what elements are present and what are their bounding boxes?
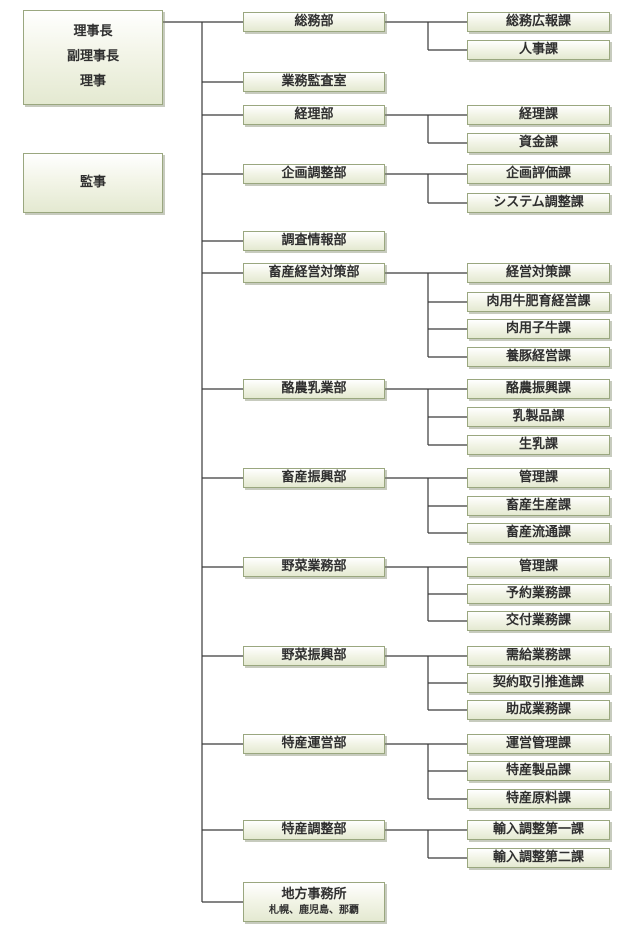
section-box: 生乳課 [467,435,610,455]
department-box: 経理部 [243,105,385,125]
department-box-label: 企画調整部 [281,165,347,181]
section-box-label: 予約業務課 [505,585,571,601]
department-box: 畜産振興部 [243,468,385,488]
auditor-title: 監事 [79,174,106,190]
department-box: 酪農乳業部 [243,379,385,399]
section-box-label: 酪農振興課 [505,380,571,396]
section-box-label: 管理課 [518,469,558,485]
department-box-label: 総務部 [294,13,334,29]
section-box-label: 畜産生産課 [505,497,571,513]
department-box: 調査情報部 [243,231,385,251]
section-box: 輸入調整第一課 [467,820,610,840]
department-box-label: 野菜業務部 [281,558,347,574]
section-box: 経営対策課 [467,263,610,283]
section-box-label: 管理課 [518,558,558,574]
auditor-box: 監事 [23,153,163,213]
executive-title: 理事長 [73,24,113,40]
section-box: 特産原料課 [467,789,610,809]
section-box: 管理課 [467,468,610,488]
department-box-label: 調査情報部 [281,232,347,248]
section-box-label: 企画評価課 [505,165,571,181]
section-box-label: システム調整課 [493,194,584,210]
section-box: 肉用牛肥育経営課 [467,292,610,312]
department-box-label: 業務監査室 [281,73,347,89]
department-box-label: 経理部 [294,106,334,122]
section-box: 養豚経営課 [467,347,610,367]
section-box: 資金課 [467,133,610,153]
section-box-label: 資金課 [518,134,558,150]
section-box: 人事課 [467,40,610,60]
section-box: 経理課 [467,105,610,125]
section-box: 需給業務課 [467,646,610,666]
section-box: 総務広報課 [467,12,610,32]
section-box: 契約取引推進課 [467,673,610,693]
department-box-label: 畜産経営対策部 [268,264,360,280]
section-box: 予約業務課 [467,584,610,604]
executive-box: 理事長 副理事長 理事 [23,10,163,105]
department-box: 業務監査室 [243,72,385,92]
department-box-label: 酪農乳業部 [281,380,347,396]
section-box: 特産製品課 [467,761,610,781]
executive-title: 副理事長 [66,49,119,65]
section-box: 乳製品課 [467,407,610,427]
section-box: 肉用子牛課 [467,319,610,339]
section-box: 管理課 [467,557,610,577]
section-box-label: 運営管理課 [505,735,571,751]
branch-office-box: 地方事務所 札幌、鹿児島、那覇 [243,882,385,922]
section-box: 運営管理課 [467,734,610,754]
section-box-label: 人事課 [518,41,558,57]
section-box: 畜産生産課 [467,496,610,516]
department-box-label: 特産運営部 [281,735,347,751]
section-box-label: 生乳課 [518,436,558,452]
department-box: 特産運営部 [243,734,385,754]
section-box-label: 畜産流通課 [505,524,571,540]
section-box: 輸入調整第二課 [467,848,610,868]
section-box-label: 需給業務課 [505,647,571,663]
section-box: 交付業務課 [467,611,610,631]
section-box-label: 輸入調整第一課 [492,821,584,837]
section-box-label: 養豚経営課 [505,348,571,364]
section-box: 企画評価課 [467,164,610,184]
department-box: 野菜振興部 [243,646,385,666]
section-box: 酪農振興課 [467,379,610,399]
department-box: 野菜業務部 [243,557,385,577]
section-box-label: 輸入調整第二課 [492,849,584,865]
department-box-label: 野菜振興部 [281,647,347,663]
section-box-label: 特産製品課 [505,762,571,778]
department-box-label: 特産調整部 [281,821,347,837]
branch-office-title: 地方事務所 [281,886,347,902]
department-box: 企画調整部 [243,164,385,184]
section-box-label: 肉用牛肥育経営課 [486,293,591,309]
department-box: 総務部 [243,12,385,32]
branch-office-locations: 札幌、鹿児島、那覇 [269,904,359,916]
section-box: 畜産流通課 [467,523,610,543]
section-box: システム調整課 [467,193,610,213]
section-box-label: 交付業務課 [505,612,571,628]
section-box-label: 総務広報課 [505,13,571,29]
department-box-label: 畜産振興部 [281,469,347,485]
executive-title: 理事 [79,74,106,90]
section-box-label: 経営対策課 [505,264,571,280]
section-box-label: 特産原料課 [505,790,571,806]
section-box-label: 肉用子牛課 [505,320,571,336]
section-box-label: 契約取引推進課 [492,674,584,690]
section-box: 助成業務課 [467,700,610,720]
section-box-label: 経理課 [518,106,558,122]
department-box: 畜産経営対策部 [243,263,385,283]
department-box: 特産調整部 [243,820,385,840]
section-box-label: 助成業務課 [505,701,571,717]
section-box-label: 乳製品課 [512,408,565,424]
